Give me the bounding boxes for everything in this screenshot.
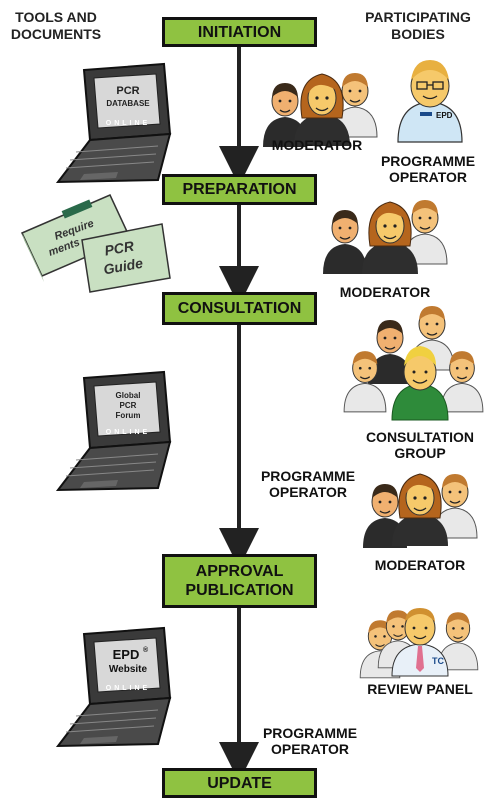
stage-initiation-label: INITIATION xyxy=(197,23,282,41)
tools-header: TOOLS AND DOCUMENTS xyxy=(11,9,101,42)
moderator-1-label: MODERATOR xyxy=(272,137,362,153)
epd-website-line1: EPD xyxy=(113,647,140,662)
bodies-header-line2: BODIES xyxy=(391,26,445,42)
stage-update: UPDATE xyxy=(162,768,317,798)
bodies-header: PARTICIPATING BODIES xyxy=(365,9,471,42)
moderator-group-2-icon xyxy=(322,199,448,275)
consultation-group-icon xyxy=(343,305,484,421)
bodies-header-line1: PARTICIPATING xyxy=(365,9,471,25)
pcr-guide-line1: PCR xyxy=(103,237,136,258)
epd-badge: EPD xyxy=(436,111,453,120)
programme-operator-1-line2: OPERATOR xyxy=(389,169,467,185)
stage-publication-label: PUBLICATION xyxy=(185,582,294,599)
stage-preparation: PREPARATION xyxy=(162,174,317,205)
programme-operator-mid-line1: PROGRAMME xyxy=(261,468,355,484)
documents-icon: Require ments PCR Guide xyxy=(20,194,171,293)
tools-header-line1: TOOLS AND xyxy=(15,9,97,25)
global-forum-line3: Forum xyxy=(116,411,141,420)
stage-preparation-label: PREPARATION xyxy=(182,181,297,198)
tc-badge: TC xyxy=(432,656,444,666)
global-forum-laptop-icon: Global PCR Forum ONLINE xyxy=(57,371,171,491)
stage-update-label: UPDATE xyxy=(207,774,272,792)
moderator-group-3-icon xyxy=(362,473,478,549)
consultation-group-line1: CONSULTATION xyxy=(366,429,474,445)
pcr-database-line2: DATABASE xyxy=(106,99,150,108)
tools-header-line2: DOCUMENTS xyxy=(11,26,101,42)
programme-operator-bottom-line1: PROGRAMME xyxy=(263,725,357,741)
pcr-database-laptop-icon: PCR DATABASE ONLINE xyxy=(57,63,171,183)
epd-website-laptop-icon: EPD ® Website ONLINE xyxy=(57,627,171,747)
global-forum-line2: PCR xyxy=(120,401,137,410)
stage-initiation: INITIATION xyxy=(162,17,317,47)
moderator-3-label: MODERATOR xyxy=(375,557,465,573)
moderator-group-1-icon xyxy=(262,72,378,148)
review-panel-icon: TC xyxy=(359,608,479,679)
global-forum-badge: ONLINE xyxy=(106,429,150,436)
pcr-database-badge: ONLINE xyxy=(106,120,150,127)
epd-website-badge: ONLINE xyxy=(106,685,150,692)
programme-operator-icon: EPD xyxy=(397,60,463,143)
global-forum-line1: Global xyxy=(116,391,141,400)
review-panel-label: REVIEW PANEL xyxy=(367,681,473,697)
programme-operator-mid-line2: OPERATOR xyxy=(269,484,347,500)
stage-consultation: CONSULTATION xyxy=(162,292,317,325)
pcr-guide-line2: Guide xyxy=(102,255,144,278)
programme-operator-bottom-line2: OPERATOR xyxy=(271,741,349,757)
epd-website-line2: Website xyxy=(109,664,148,675)
stage-approval-label: APPROVAL xyxy=(195,563,284,580)
programme-operator-1-line1: PROGRAMME xyxy=(381,153,475,169)
stage-approval-publication: APPROVAL PUBLICATION xyxy=(162,554,317,608)
pcr-database-line1: PCR xyxy=(116,85,139,97)
consultation-group-line2: GROUP xyxy=(394,445,445,461)
stage-consultation-label: CONSULTATION xyxy=(177,300,302,317)
moderator-2-label: MODERATOR xyxy=(340,284,430,300)
epd-website-reg: ® xyxy=(143,646,149,654)
